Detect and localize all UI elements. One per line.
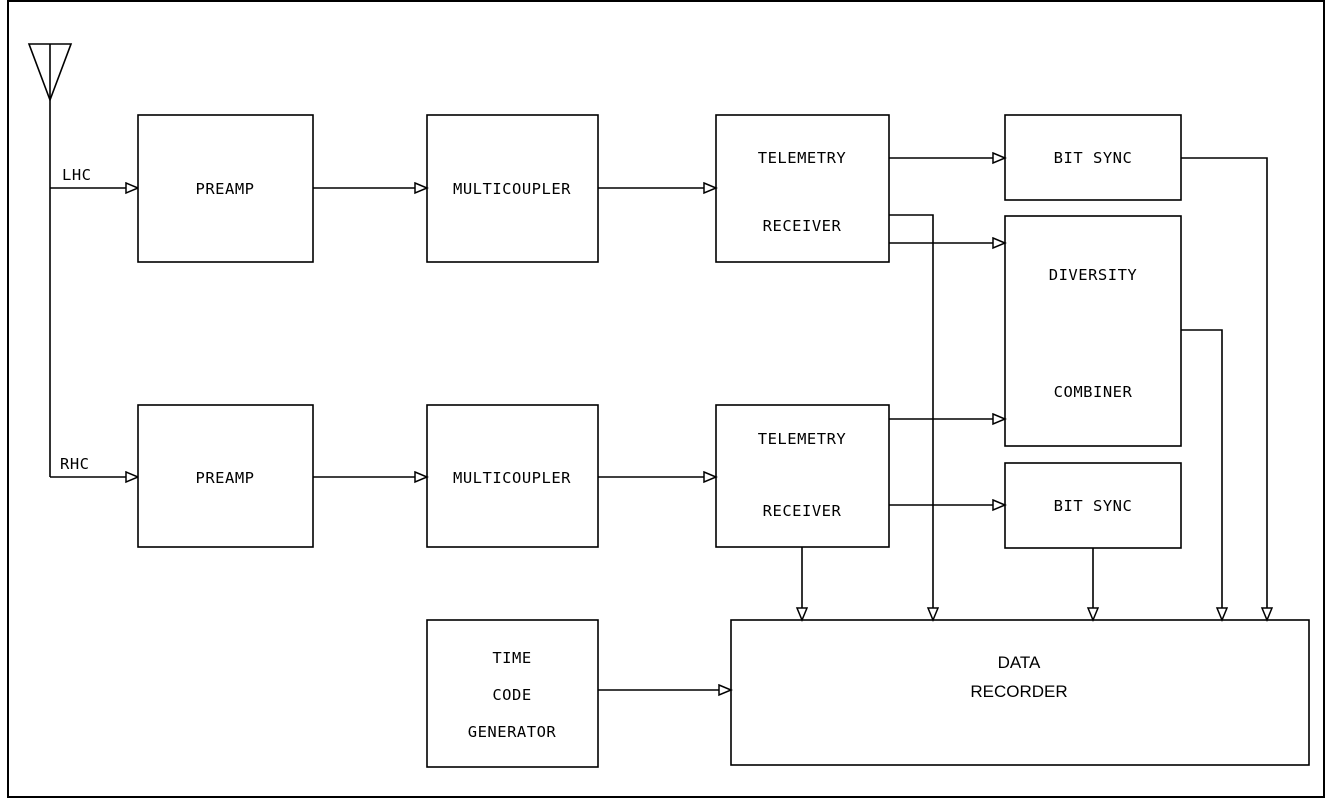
combiner-line1: DIVERSITY: [1049, 266, 1138, 284]
upper-preamp-block: [137, 114, 314, 263]
lower-multicoupler-label: MULTICOUPLER: [453, 469, 571, 487]
upper-multicoupler-block: [426, 114, 599, 263]
time-code-line3: GENERATOR: [468, 723, 557, 741]
lower-receiver-line1: TELEMETRY: [758, 430, 847, 448]
combiner-line2: COMBINER: [1054, 383, 1133, 401]
upper-bit-sync-label: BIT SYNC: [1054, 149, 1133, 167]
recorder-line1: DATA: [998, 653, 1041, 672]
time-code-line2: CODE: [492, 686, 531, 704]
upper-telemetry-receiver-block: [715, 114, 890, 263]
connector: [1181, 157, 1267, 620]
upper-receiver-line2: RECEIVER: [763, 217, 842, 235]
lower-preamp-label: PREAMP: [196, 469, 255, 487]
connector: [889, 214, 933, 620]
lower-preamp-block: [137, 404, 314, 548]
rhc-label: RHC: [60, 455, 90, 473]
recorder-line2: RECORDER: [970, 682, 1067, 701]
upper-multicoupler-label: MULTICOUPLER: [453, 180, 571, 198]
lower-bit-sync-label: BIT SYNC: [1054, 497, 1133, 515]
diversity-combiner-block: [1004, 215, 1182, 447]
upper-preamp-label: PREAMP: [196, 180, 255, 198]
connector: [1181, 329, 1222, 620]
lower-telemetry-receiver-block: [715, 404, 890, 548]
outer-border: [7, 0, 1325, 798]
time-code-line1: TIME: [492, 649, 531, 667]
lower-bit-sync-block: [1004, 462, 1182, 549]
time-code-generator-block: [426, 619, 599, 768]
lhc-label: LHC: [62, 166, 92, 184]
lower-receiver-line2: RECEIVER: [763, 502, 842, 520]
antenna-icon: [27, 43, 73, 477]
lower-multicoupler-block: [426, 404, 599, 548]
upper-receiver-line1: TELEMETRY: [758, 149, 847, 167]
